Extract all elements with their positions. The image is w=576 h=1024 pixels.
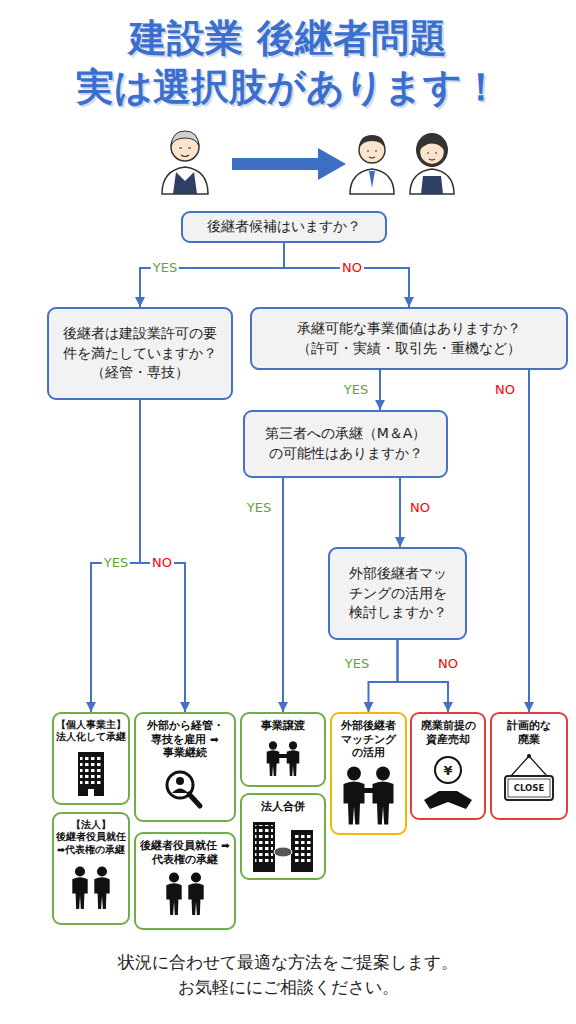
node-text: 外部後継者 マッチング の活用 <box>334 719 404 760</box>
branch-label: NO <box>493 383 517 397</box>
flow-arrow <box>528 370 530 712</box>
flow-arrow <box>140 400 185 712</box>
flow-arrow <box>369 640 398 712</box>
title-heading: 建設業 後継者問題 実は選択肢があります！ <box>58 14 518 111</box>
flow-arrow <box>399 478 401 547</box>
flow-arrow <box>282 478 284 712</box>
branch-label: YES <box>245 501 273 515</box>
branch-label: NO <box>436 657 460 671</box>
outcome-box: 計画的な 廃業 <box>490 712 568 820</box>
outcome-box: 法人合併 <box>240 793 326 880</box>
branch-label: YES <box>343 657 371 671</box>
branch-label: YES <box>342 383 370 397</box>
outcome-box: 外部後継者 マッチング の活用 <box>330 712 407 835</box>
node-text: 計画的な 廃業 <box>500 719 558 748</box>
node-text: 【個人事業主】 法人化して承継 <box>55 719 127 744</box>
flow-arrow <box>398 640 449 712</box>
currency-symbol: ¥ <box>443 764 452 777</box>
node-text: 【法人】 後継者役員就任 ➡代表権の承継 <box>55 819 127 856</box>
node-text: 承継可能な事業価値はありますか？ （許可・実績・取引先・重機など） <box>284 319 534 358</box>
outcome-box: 【法人】 後継者役員就任 ➡代表権の承継 <box>52 812 130 925</box>
decision-box: 後継者候補はいますか？ <box>181 211 387 243</box>
node-text: 事業譲渡 <box>243 719 323 733</box>
node-text: 外部から経管・ 専技を雇用 ➡事業継続 <box>139 719 231 760</box>
decision-box: 外部後継者マッ チングの活用を 検討しますか？ <box>328 547 467 640</box>
decision-box: 第三者への承継（M＆A） の可能性はありますか？ <box>243 410 448 478</box>
outcome-box: 後継者役員就任 ➡代表権の承継 <box>134 832 236 930</box>
node-text: 後継者は建設業許可の要 件を満たしていますか？ （経管・専技） <box>56 324 224 383</box>
senior-figure <box>162 131 208 194</box>
branch-label: YES <box>102 556 130 570</box>
flow-arrow <box>140 243 284 307</box>
caption-text: 状況に合わせて最適な方法をご提案します。 お気軽ににご相談ください。 <box>68 950 508 999</box>
node-text: 後継者候補はいますか？ <box>189 217 379 237</box>
decision-box: 承継可能な事業価値はありますか？ （許可・実績・取引先・重機など） <box>250 307 568 370</box>
flow-arrow <box>91 400 140 712</box>
branch-label: YES <box>151 261 179 275</box>
node-text: 第三者への承継（M＆A） の可能性はありますか？ <box>252 424 440 463</box>
flow-arrow <box>284 243 409 307</box>
node-text: 法人合併 <box>243 800 323 814</box>
flow-arrow <box>379 370 381 410</box>
outcome-box: 【個人事業主】 法人化して承継 <box>52 712 130 805</box>
outcome-box: 外部から経管・ 専技を雇用 ➡事業継続 <box>134 712 236 822</box>
successor-woman-figure <box>410 133 454 194</box>
branch-label: NO <box>150 556 174 570</box>
successor-man-figure <box>350 135 394 194</box>
node-text: 後継者役員就任 ➡代表権の承継 <box>139 839 231 866</box>
outcome-box: 事業譲渡 <box>240 712 326 787</box>
node-text: 廃業前提の 資産売却 <box>414 719 482 746</box>
branch-label: NO <box>340 261 364 275</box>
handover-arrow <box>232 148 346 180</box>
decision-box: 後継者は建設業許可の要 件を満たしていますか？ （経管・専技） <box>47 307 233 400</box>
branch-label: NO <box>408 501 432 515</box>
node-text: 外部後継者マッ チングの活用を 検討しますか？ <box>342 564 454 623</box>
sign-text: CLOSE <box>514 784 545 793</box>
